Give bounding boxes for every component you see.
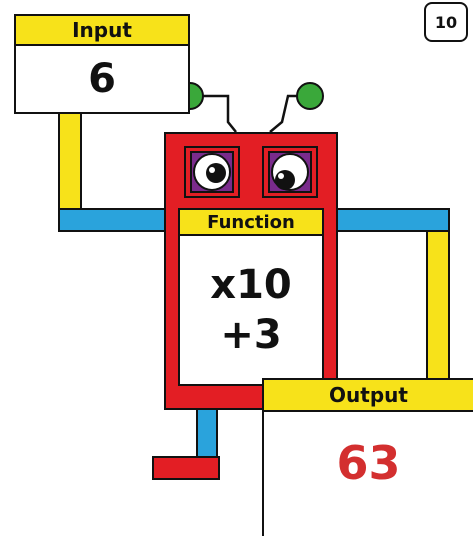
function-line-1: x10: [210, 260, 291, 310]
left-pupil-glint: [209, 167, 215, 173]
output-value: 63: [264, 428, 473, 498]
output-pipe-horizontal: [322, 208, 450, 232]
function-box: x10 +3: [178, 234, 324, 386]
step-badge: 10: [424, 2, 468, 42]
function-label: Function: [207, 212, 295, 233]
function-label-bar: Function: [178, 208, 324, 236]
robot-foot: [152, 456, 220, 480]
input-label: Input: [72, 18, 132, 42]
right-pupil-glint: [278, 173, 284, 179]
output-label-bar: Output: [262, 378, 473, 412]
output-label: Output: [329, 383, 408, 407]
antenna-ball-right: [296, 82, 324, 110]
input-label-bar: Input: [14, 14, 190, 46]
input-pipe-horizontal: [58, 208, 180, 232]
input-value-box: 6: [14, 44, 190, 114]
function-line-2: +3: [220, 310, 281, 360]
left-pupil: [206, 163, 226, 183]
step-badge-text: 10: [435, 13, 457, 32]
output-pipe-vertical: [426, 230, 450, 382]
input-value: 6: [88, 56, 116, 102]
